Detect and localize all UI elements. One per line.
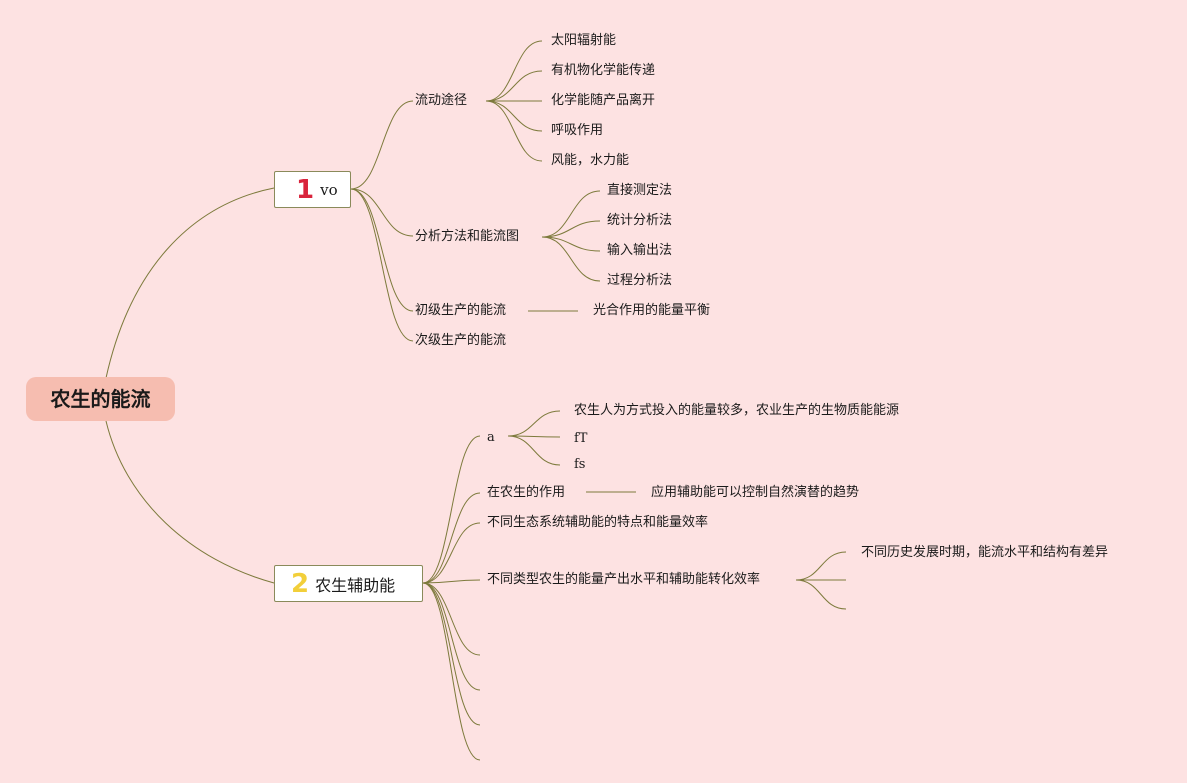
link-output-leaf-2	[795, 579, 847, 610]
leaf-wind-hydro[interactable]: 风能，水力能	[551, 153, 630, 168]
branch-2-title: 农生辅助能	[315, 575, 396, 595]
branch-1-number: 1	[296, 174, 315, 205]
leaf-direct-measurement[interactable]: 直接测定法	[607, 183, 673, 198]
link-analysis-leaf-2	[541, 236, 601, 252]
leaf-fs[interactable]: fs	[574, 457, 586, 472]
link-flow-leaf-1	[485, 70, 543, 102]
branch-2-box[interactable]: 2 农生辅助能	[274, 565, 423, 602]
root-topic[interactable]: 农生的能流	[26, 377, 175, 421]
link-b2-sub-5	[422, 582, 481, 691]
link-flow-leaf-0	[485, 40, 543, 102]
link-b2-sub-7	[422, 582, 481, 761]
leaf-respiration[interactable]: 呼吸作用	[551, 123, 604, 138]
leaf-control-succession[interactable]: 应用辅助能可以控制自然演替的趋势	[651, 485, 860, 500]
link-b1-sub-3	[350, 188, 414, 342]
topic-energy-output-efficiency[interactable]: 不同类型农生的能量产出水平和辅助能转化效率	[487, 572, 761, 587]
link-flow-leaf-3	[485, 100, 543, 132]
topic-primary-production[interactable]: 初级生产的能流	[415, 303, 507, 318]
link-b2-sub-6	[422, 582, 481, 726]
link-b2-sub-3	[422, 579, 481, 584]
link-root-branch2	[105, 420, 275, 584]
link-root-branch1	[105, 187, 275, 379]
link-output-leaf-0	[795, 551, 847, 581]
leaf-photosynthesis-balance[interactable]: 光合作用的能量平衡	[593, 303, 711, 318]
leaf-solar-radiation[interactable]: 太阳辐射能	[551, 33, 617, 48]
topic-secondary-production[interactable]: 次级生产的能流	[415, 333, 507, 348]
link-b2-sub-2	[422, 522, 481, 584]
link-a-leaf-1	[507, 435, 561, 438]
link-b1-sub-1	[350, 188, 414, 237]
branch-2-number: 2	[291, 568, 310, 599]
leaf-input-output[interactable]: 输入输出法	[607, 243, 673, 258]
topic-role-in-agroecosystem[interactable]: 在农生的作用	[487, 485, 566, 500]
link-a-leaf-0	[507, 410, 561, 437]
topic-analysis-methods[interactable]: 分析方法和能流图	[415, 229, 520, 244]
link-b2-sub-0	[422, 435, 481, 584]
link-flow-leaf-4	[485, 100, 543, 162]
topic-a[interactable]: a	[487, 430, 495, 445]
leaf-chemical-leaves-with-product[interactable]: 化学能随产品离开	[551, 93, 656, 108]
leaf-statistical-analysis[interactable]: 统计分析法	[607, 213, 673, 228]
leaf-human-input[interactable]: 农生人为方式投入的能量较多，农业生产的生物质能能源	[574, 403, 900, 418]
branch-1-box[interactable]: 1 vo	[274, 171, 351, 208]
link-analysis-leaf-0	[541, 190, 601, 238]
topic-flow-path[interactable]: 流动途径	[415, 93, 468, 108]
link-analysis-leaf-1	[541, 220, 601, 238]
branch-1-title: vo	[320, 180, 338, 199]
leaf-process-analysis[interactable]: 过程分析法	[607, 273, 673, 288]
leaf-historical-periods[interactable]: 不同历史发展时期，能流水平和结构有差异	[861, 545, 1109, 560]
leaf-organic-chemical-transfer[interactable]: 有机物化学能传递	[551, 63, 656, 78]
link-b1-sub-2	[350, 188, 414, 312]
link-b1-sub-0	[350, 100, 414, 190]
leaf-ft[interactable]: fT	[574, 431, 588, 446]
topic-auxiliary-energy-features[interactable]: 不同生态系统辅助能的特点和能量效率	[487, 515, 709, 530]
link-b2-sub-4	[422, 582, 481, 656]
link-b2-sub-1	[422, 492, 481, 584]
link-analysis-leaf-3	[541, 236, 601, 282]
link-a-leaf-2	[507, 435, 561, 466]
